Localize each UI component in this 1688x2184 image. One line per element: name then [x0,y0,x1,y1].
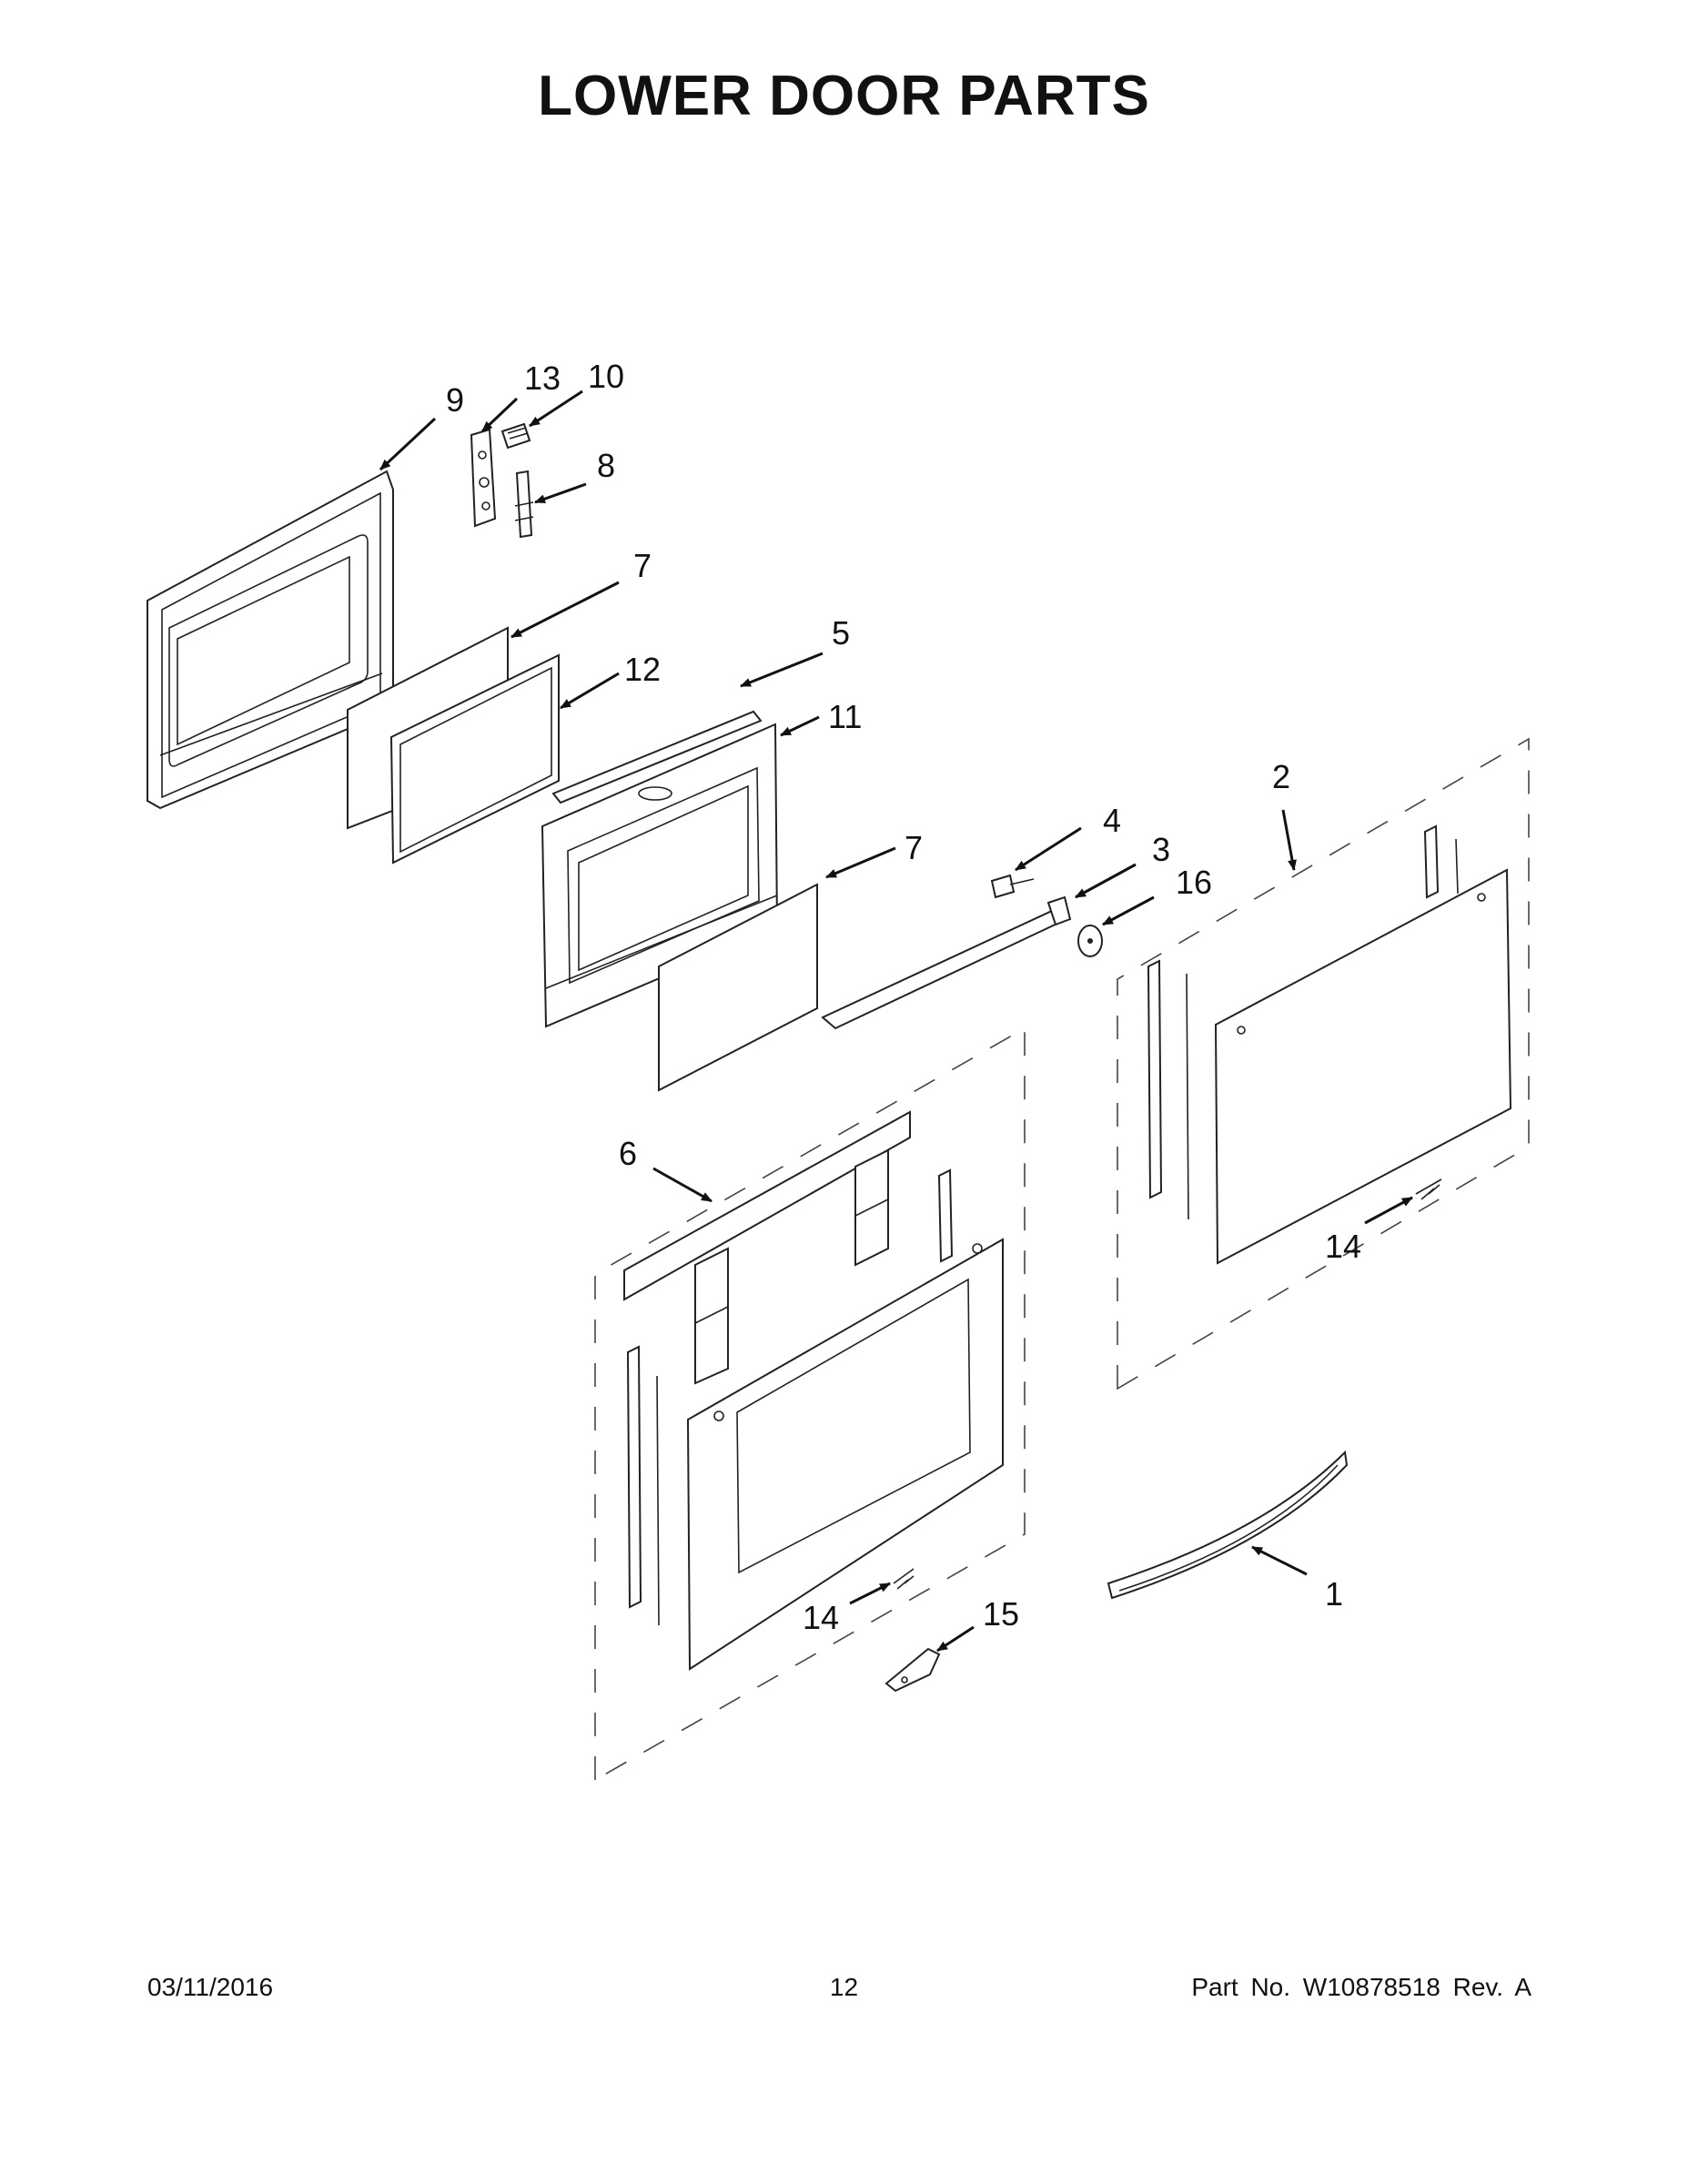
door-handle [1107,1450,1349,1600]
stop-screw [990,874,1035,899]
callout-labels: 1 2 3 4 5 6 7 7 8 9 10 11 12 13 14 14 15… [446,358,1361,1636]
footer-page-number: 12 [829,1973,859,2001]
washer [1077,925,1103,957]
vent-trim [551,710,763,804]
leader-arrows [379,389,1413,1653]
callout-14-right: 14 [1325,1228,1361,1265]
hinge-receiver [884,1647,941,1693]
screw-right-group [1415,1178,1442,1200]
callout-12: 12 [624,651,661,688]
inner-glass-panel-lower [658,883,818,1092]
callout-6: 6 [619,1135,637,1172]
callout-16: 16 [1176,864,1212,901]
hinge-screw [500,422,531,450]
callout-14-left: 14 [803,1599,839,1636]
glass-seal-frame [389,653,560,864]
door-stop-bar [821,895,1072,1030]
callout-5: 5 [832,614,850,652]
callout-4: 4 [1103,802,1121,839]
callout-7-lower: 7 [905,829,923,866]
footer-part-number: Part No. W10878518 Rev. A [1191,1973,1531,2001]
callout-10: 10 [588,358,624,395]
callout-8: 8 [597,447,615,484]
hinge-bracket [470,428,497,528]
callout-7-upper: 7 [633,547,652,584]
callout-3: 3 [1152,831,1170,868]
callout-11: 11 [828,698,862,735]
callout-1: 1 [1325,1575,1343,1613]
callout-2: 2 [1272,758,1290,795]
footer-date: 03/11/2016 [147,1973,274,2001]
page-title: LOWER DOOR PARTS [538,65,1150,127]
callout-15: 15 [983,1595,1019,1633]
inner-door-liner [147,470,394,810]
outer-door-group-right [1117,737,1530,1390]
callout-13: 13 [524,359,561,397]
hinge-clip [514,470,534,539]
outer-door-group-left [594,1026,1026,1782]
callout-9: 9 [446,381,464,419]
screw-left-group [893,1568,915,1590]
